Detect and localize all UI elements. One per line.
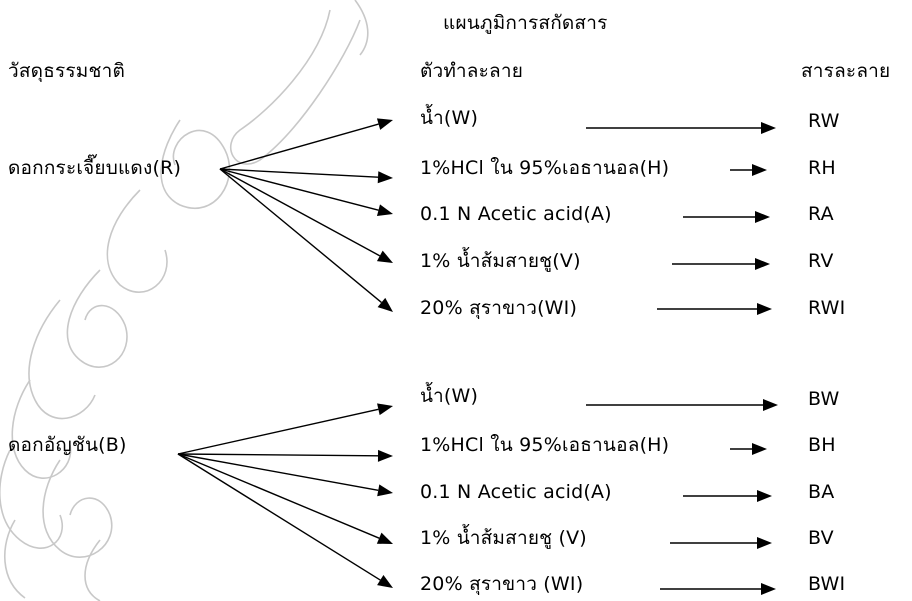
solvent-label: 1%HCl ใน 95%เอธานอล(H) bbox=[420, 157, 670, 179]
diagram-title: แผนภูมิการสกัดสาร bbox=[443, 12, 608, 34]
solvent-label: 0.1 N Acetic acid(A) bbox=[420, 203, 612, 225]
extract-label: RV bbox=[808, 250, 834, 272]
solvent-label: น้ำ(W) bbox=[420, 107, 479, 129]
extract-label: BWI bbox=[808, 573, 846, 595]
extract-label: RA bbox=[808, 203, 834, 225]
fan-arrow bbox=[219, 168, 393, 263]
fan-arrow bbox=[219, 168, 393, 217]
extract-label: BH bbox=[808, 434, 836, 456]
solvent-label: 0.1 N Acetic acid(A) bbox=[420, 481, 612, 503]
extract-label: BW bbox=[808, 388, 840, 410]
header-solvent: ตัวทำละลาย bbox=[420, 60, 524, 82]
extract-label: BA bbox=[808, 481, 835, 503]
extract-label: RH bbox=[808, 157, 836, 179]
fan-arrow bbox=[219, 118, 393, 170]
extract-label: RW bbox=[808, 110, 840, 132]
row-arrow bbox=[683, 490, 772, 502]
row-arrow bbox=[730, 164, 767, 176]
row-arrow bbox=[586, 122, 776, 134]
row-arrow bbox=[660, 583, 776, 595]
fan-arrow bbox=[177, 453, 393, 544]
fan-arrow bbox=[177, 403, 393, 455]
row-arrow bbox=[683, 211, 770, 223]
solvent-label: 1%HCl ใน 95%เอธานอล(H) bbox=[420, 434, 670, 456]
extract-label: BV bbox=[808, 527, 834, 549]
header-material: วัสดุธรรมชาติ bbox=[8, 60, 126, 82]
solvent-label: น้ำ(W) bbox=[420, 385, 479, 407]
solvent-label: 1% น้ำส้มสายชู(V) bbox=[420, 250, 581, 272]
row-arrow bbox=[670, 537, 772, 549]
row-arrow bbox=[657, 303, 772, 315]
row-arrow bbox=[586, 399, 778, 411]
source-roselle: ดอกกระเจี๊ยบแดง(R) bbox=[8, 157, 182, 179]
solvent-label: 1% น้ำส้มสายชู (V) bbox=[420, 527, 587, 549]
row-arrow bbox=[730, 443, 767, 455]
fan-arrow bbox=[177, 449, 393, 462]
fan-arrow bbox=[177, 453, 393, 497]
source-butterfly-pea: ดอกอัญชัน(B) bbox=[8, 434, 127, 456]
solvent-label: 20% สุราขาว(WI) bbox=[420, 297, 578, 319]
header-extract: สารละลาย bbox=[801, 60, 891, 82]
extract-label: RWI bbox=[808, 297, 846, 319]
fan-arrow bbox=[219, 168, 393, 184]
fan-arrow bbox=[177, 453, 393, 588]
solvent-label: 20% สุราขาว (WI) bbox=[420, 573, 584, 595]
fan-arrow bbox=[219, 168, 393, 312]
row-arrow bbox=[672, 258, 770, 270]
